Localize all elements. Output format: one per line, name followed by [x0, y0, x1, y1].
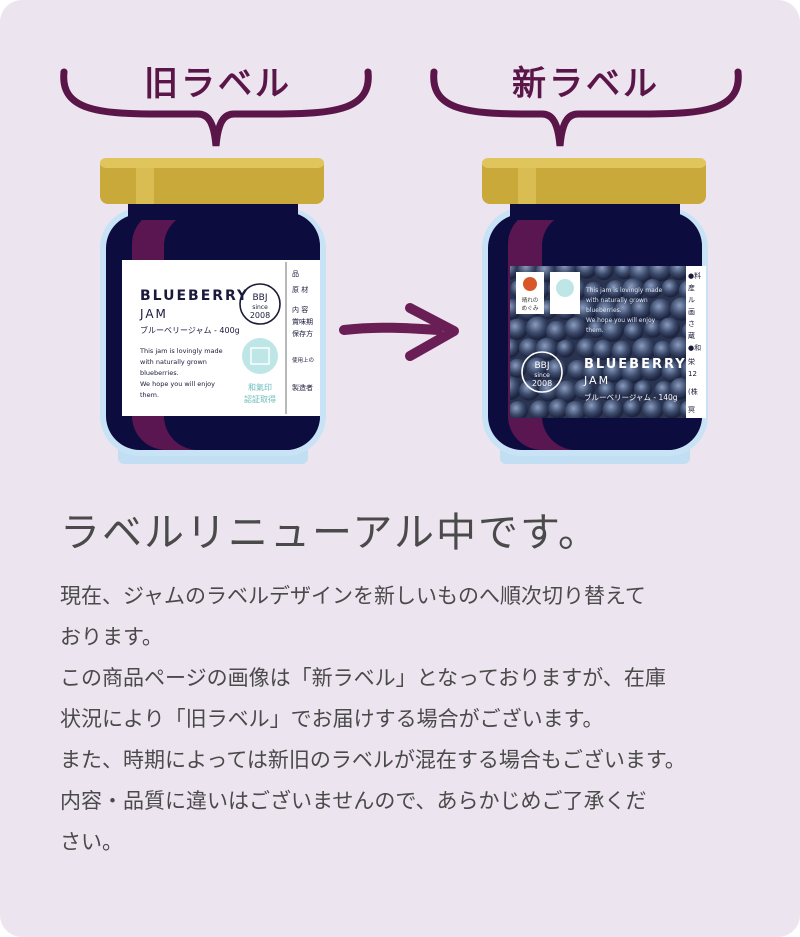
old-badge-line: BBJ — [252, 293, 267, 303]
old-brand-line1: BLUEBERRY — [140, 288, 249, 304]
old-desc-line: them. — [140, 391, 159, 399]
old-badge-line: 2008 — [250, 311, 270, 320]
body-line: また、時期によっては新旧のラベルが混在する場合もございます。 — [60, 748, 686, 772]
new-desc-line: This jam is lovingly made — [585, 287, 663, 294]
old-certification-stamp-icon — [242, 338, 278, 374]
new-bbj-badge — [521, 351, 563, 393]
old-side-info-line: 原 材 — [292, 285, 308, 294]
old-stamp-line: 認証取得 — [244, 394, 276, 404]
new-side-info-line: 画 — [688, 308, 695, 316]
old-label-brace — [60, 68, 372, 147]
new-jar: 晴れの めぐみ This jam is lovingly made with n… — [482, 158, 708, 464]
old-badge-line: since — [252, 304, 268, 311]
old-side-info: 品 原 材 内 容 賞味期 保存方 使用上の 製造者 — [292, 270, 314, 392]
old-bbj-badge — [239, 283, 281, 325]
new-label-brace — [430, 68, 742, 147]
new-side-info-line: (株 — [688, 387, 698, 396]
old-side-info-line: 品 — [292, 270, 299, 278]
old-label-heading: 旧ラベル — [144, 64, 292, 104]
old-brand-line2: JAM — [139, 307, 168, 321]
harenomegumi-logo-icon — [523, 277, 537, 291]
new-desc-line: We hope you will enjoy — [586, 317, 656, 324]
new-side-info-line: 蔵 — [688, 331, 695, 340]
new-side-info-line: ル — [688, 296, 695, 304]
new-side-info: ●料 産 ル 画 さ 蔵 ●和 栄 12 (株 冥 — [688, 271, 701, 414]
new-side-info-line: ●料 — [688, 271, 701, 280]
old-side-info-line: 使用上の — [292, 356, 314, 364]
old-product: ブルーベリージャム - 400g — [140, 325, 240, 335]
new-badge-line: BBJ — [534, 361, 549, 371]
new-desc-line: with naturally grown — [586, 297, 648, 304]
new-desc-line: blueberries. — [586, 307, 622, 314]
old-side-info-line: 製造者 — [292, 383, 313, 392]
new-certification-stamp-icon — [556, 279, 574, 297]
renewal-headline: ラベルリニューアル中です。 — [60, 510, 600, 556]
new-product: ブルーベリージャム - 140g — [584, 392, 678, 402]
new-side-info-line: さ — [688, 320, 695, 328]
body-line: 内容・品質に違いはございませんので、あらかじめご了承くだ — [60, 789, 647, 813]
old-side-info-line: 賞味期 — [292, 317, 313, 326]
new-side-info-line: ●和 — [688, 343, 701, 352]
new-side-info-line: 産 — [688, 283, 695, 292]
old-stamp-line: 和氣印 — [248, 382, 272, 392]
body-line: 現在、ジャムのラベルデザインを新しいものへ順次切り替えて — [60, 584, 646, 608]
new-side-info-line: 栄 — [688, 357, 695, 366]
body-line: この商品ページの画像は「新ラベル」となっておりますが、在庫 — [60, 666, 666, 690]
renewal-body: 現在、ジャムのラベルデザインを新しいものへ順次切り替えて おります。 この商品ペ… — [60, 576, 760, 863]
old-desc-line: This jam is lovingly made — [139, 347, 223, 355]
old-desc-line: We hope you will enjoy — [140, 380, 215, 388]
body-line: おります。 — [60, 625, 163, 649]
arrow-right-icon — [339, 303, 459, 361]
old-side-info-line: 保存方 — [292, 329, 313, 338]
new-desc-line: them. — [586, 327, 604, 334]
new-brand-line1: BLUEBERRY — [584, 357, 687, 372]
new-side-info-line: 12 — [688, 370, 697, 378]
old-desc: This jam is lovingly made with naturally… — [139, 347, 223, 399]
old-desc-line: with naturally grown — [140, 358, 207, 366]
body-line: 状況により「旧ラベル」でお届けする場合がございます。 — [60, 707, 604, 731]
old-side-info-line: 内 容 — [292, 305, 308, 314]
new-label-heading: 新ラベル — [512, 64, 660, 104]
old-jar: BLUEBERRY JAM ブルーベリージャム - 400g This jam … — [100, 158, 326, 464]
new-logo-line: めぐみ — [522, 305, 539, 312]
new-logo-line: 晴れの — [522, 296, 539, 304]
new-badge-line: 2008 — [532, 379, 552, 388]
body-line: さい。 — [60, 830, 123, 854]
new-badge-line: since — [534, 372, 550, 379]
new-side-info-line: 冥 — [688, 406, 695, 414]
new-brand-line2: JAM — [583, 374, 610, 387]
old-desc-line: blueberries. — [140, 369, 179, 377]
